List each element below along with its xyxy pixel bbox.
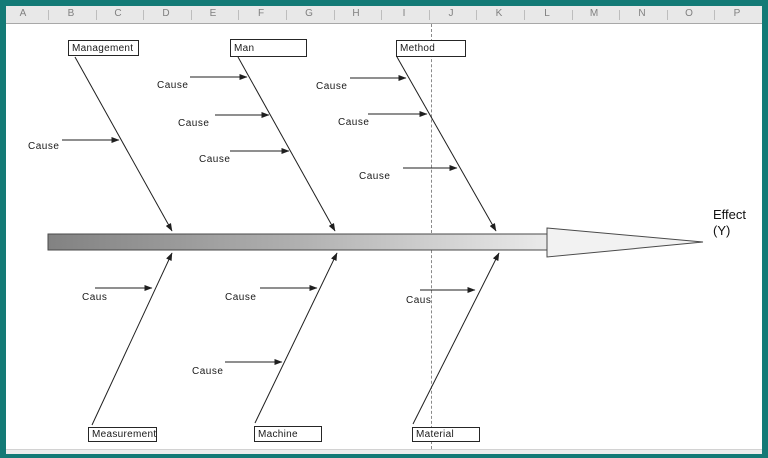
branch-line-material[interactable] <box>412 252 500 425</box>
column-header-f[interactable]: F <box>257 8 265 19</box>
column-header-d[interactable]: D <box>162 8 170 19</box>
column-divider <box>191 10 192 20</box>
category-box-man[interactable]: Man <box>230 39 307 57</box>
cause-label-machine-2[interactable]: Cause <box>192 366 224 377</box>
column-header-c[interactable]: C <box>114 8 122 19</box>
diagram-canvas: Management Man Method Measurement Machin… <box>6 24 762 449</box>
spine-shaft[interactable] <box>47 233 548 251</box>
column-header-k[interactable]: K <box>495 8 503 19</box>
column-divider <box>286 10 287 20</box>
column-divider <box>667 10 668 20</box>
category-box-measurement[interactable]: Measurement <box>88 427 157 442</box>
column-divider <box>334 10 335 20</box>
column-divider <box>476 10 477 20</box>
column-divider <box>429 10 430 20</box>
category-box-material[interactable]: Material <box>412 427 480 442</box>
column-header-l[interactable]: L <box>544 8 550 19</box>
column-divider <box>381 10 382 20</box>
column-divider <box>143 10 144 20</box>
column-divider <box>572 10 573 20</box>
fishbone-lines-layer <box>47 56 704 426</box>
column-header-m[interactable]: M <box>589 8 599 19</box>
cause-label-man-3[interactable]: Cause <box>199 154 231 165</box>
category-box-method[interactable]: Method <box>396 40 466 57</box>
column-divider <box>524 10 525 20</box>
column-header-p[interactable]: P <box>733 8 741 19</box>
cause-label-machine-1[interactable]: Cause <box>225 292 257 303</box>
bottom-row-strip <box>6 449 762 454</box>
cause-label-management-1[interactable]: Cause <box>28 141 60 152</box>
column-header-g[interactable]: G <box>305 8 313 19</box>
column-divider <box>238 10 239 20</box>
column-divider <box>714 10 715 20</box>
cause-label-method-3[interactable]: Cause <box>359 171 391 182</box>
branch-line-method[interactable] <box>396 56 497 232</box>
branch-line-machine[interactable] <box>254 252 338 424</box>
cause-label-material-1[interactable]: Caus <box>406 295 432 306</box>
column-header-e[interactable]: E <box>209 8 217 19</box>
cause-label-method-2[interactable]: Cause <box>338 117 370 128</box>
column-divider <box>619 10 620 20</box>
effect-label-line2: (Y) <box>713 223 731 238</box>
cause-label-man-1[interactable]: Cause <box>157 80 189 91</box>
column-divider <box>96 10 97 20</box>
column-header-i[interactable]: I <box>402 8 406 19</box>
column-header-a[interactable]: A <box>19 8 27 19</box>
column-header-h[interactable]: H <box>352 8 360 19</box>
column-header-b[interactable]: B <box>67 8 75 19</box>
effect-label-line1: Effect <box>713 207 747 222</box>
column-header-row: A B C D E F G H I J K L M N O P <box>6 6 762 24</box>
cause-label-measurement-1[interactable]: Caus <box>82 292 108 303</box>
branch-line-measurement[interactable] <box>91 252 173 426</box>
cause-label-method-1[interactable]: Cause <box>316 81 348 92</box>
effect-label[interactable]: Effect (Y) <box>713 207 746 239</box>
column-divider <box>48 10 49 20</box>
branch-line-management[interactable] <box>74 56 173 232</box>
cause-label-man-2[interactable]: Cause <box>178 118 210 129</box>
category-box-machine[interactable]: Machine <box>254 426 322 442</box>
column-header-j[interactable]: J <box>448 8 454 19</box>
branch-line-man[interactable] <box>237 56 336 232</box>
column-header-n[interactable]: N <box>638 8 646 19</box>
spine-arrowhead[interactable] <box>546 227 704 258</box>
category-box-management[interactable]: Management <box>68 40 139 56</box>
column-header-o[interactable]: O <box>685 8 693 19</box>
